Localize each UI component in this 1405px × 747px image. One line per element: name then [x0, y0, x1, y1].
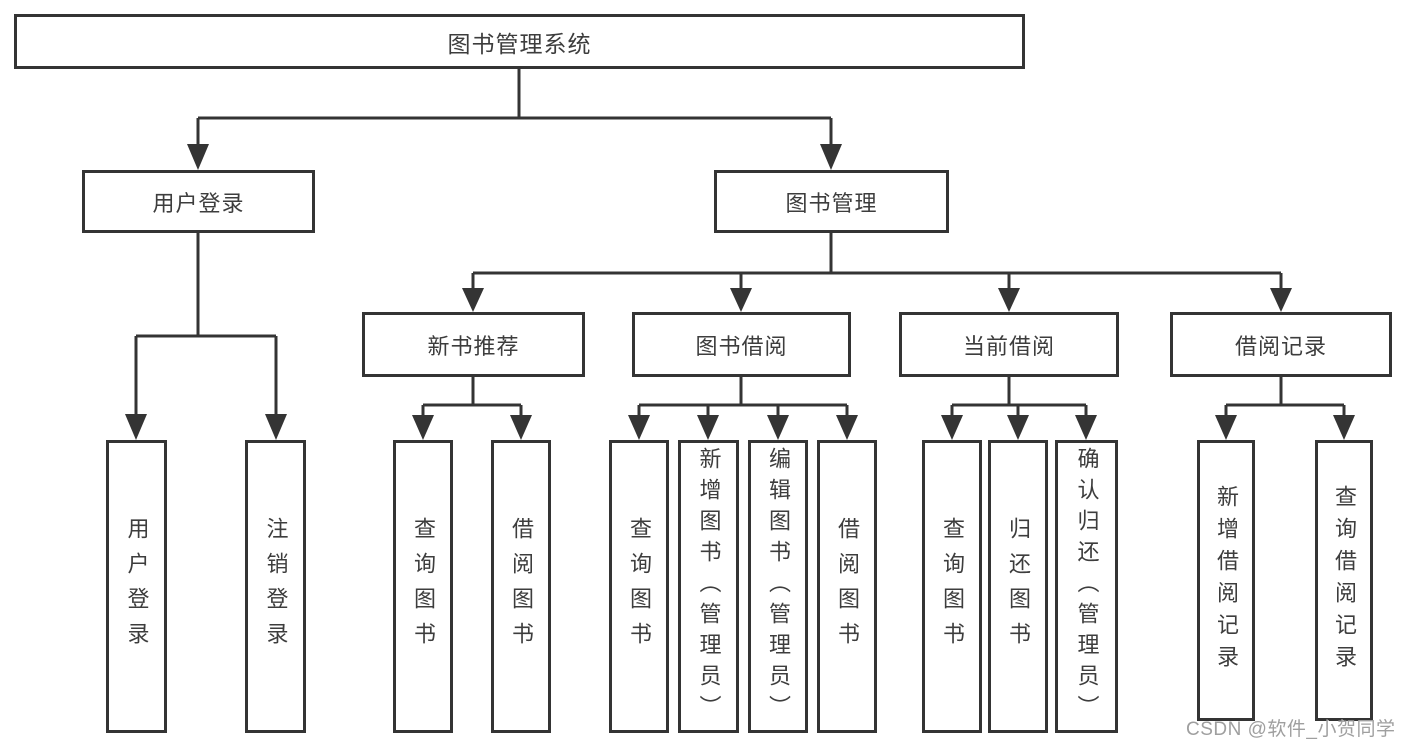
node-label: 图书管理 — [785, 190, 878, 216]
node-label: 用户登录 — [124, 516, 150, 657]
node-label: 新书推荐 — [427, 333, 520, 359]
node-library-management-system: 图书管理系统 — [14, 14, 1025, 69]
node-new-book-recommend: 新书推荐 — [362, 312, 585, 377]
node-logout: 注销登录 — [245, 440, 306, 733]
node-query-books-recommend: 查询图书 — [393, 440, 453, 733]
node-borrow-books-recommend: 借阅图书 — [491, 440, 551, 733]
connector-current-borrowing-to-children — [941, 377, 1097, 440]
connector-new-book-recommend-to-children — [412, 377, 532, 440]
node-edit-books-admin: 编辑图书（管理员） — [748, 440, 808, 733]
node-user-login-leaf: 用户登录 — [106, 440, 167, 733]
node-query-books-current: 查询图书 — [922, 440, 982, 733]
node-query-books-borrowing: 查询图书 — [609, 440, 669, 733]
node-return-books: 归还图书 — [988, 440, 1048, 733]
node-query-borrow-record: 查询借阅记录 — [1315, 440, 1373, 721]
node-label: 确认归还（管理员） — [1074, 447, 1100, 726]
node-book-management: 图书管理 — [714, 170, 949, 233]
node-add-books-admin: 新增图书（管理员） — [678, 440, 739, 733]
node-label: 当前借阅 — [962, 333, 1055, 359]
node-label: 图书管理系统 — [447, 30, 592, 57]
node-label: 注销登录 — [263, 516, 289, 657]
connector-borrowing-records-to-children — [1215, 377, 1355, 440]
node-confirm-return-admin: 确认归还（管理员） — [1055, 440, 1118, 733]
node-borrow-books: 借阅图书 — [817, 440, 877, 733]
node-label: 图书借阅 — [695, 333, 788, 359]
node-label: 查询图书 — [627, 516, 652, 657]
node-label: 编辑图书（管理员） — [766, 447, 791, 726]
node-label: 新增借阅记录 — [1214, 484, 1239, 677]
connector-root-to-level2 — [187, 68, 842, 170]
node-label: 借阅图书 — [509, 516, 534, 657]
node-label: 新增图书（管理员） — [696, 447, 722, 726]
node-label: 查询图书 — [940, 516, 965, 657]
connector-user-login-to-children — [125, 233, 287, 440]
connector-book-management-to-level3 — [462, 233, 1292, 312]
node-book-borrowing: 图书借阅 — [632, 312, 851, 377]
node-add-borrow-record: 新增借阅记录 — [1197, 440, 1255, 721]
node-user-login: 用户登录 — [82, 170, 315, 233]
node-label: 借阅图书 — [835, 516, 860, 657]
node-label: 归还图书 — [1006, 516, 1031, 657]
node-borrowing-records: 借阅记录 — [1170, 312, 1392, 377]
node-label: 查询借阅记录 — [1332, 484, 1357, 677]
csdn-watermark: CSDN @软件_小贺同学 — [1186, 719, 1396, 740]
node-label: 借阅记录 — [1234, 333, 1327, 359]
node-current-borrowing: 当前借阅 — [899, 312, 1119, 377]
node-label: 用户登录 — [152, 190, 245, 216]
connector-book-borrowing-to-children — [628, 377, 858, 440]
node-label: 查询图书 — [411, 516, 436, 657]
